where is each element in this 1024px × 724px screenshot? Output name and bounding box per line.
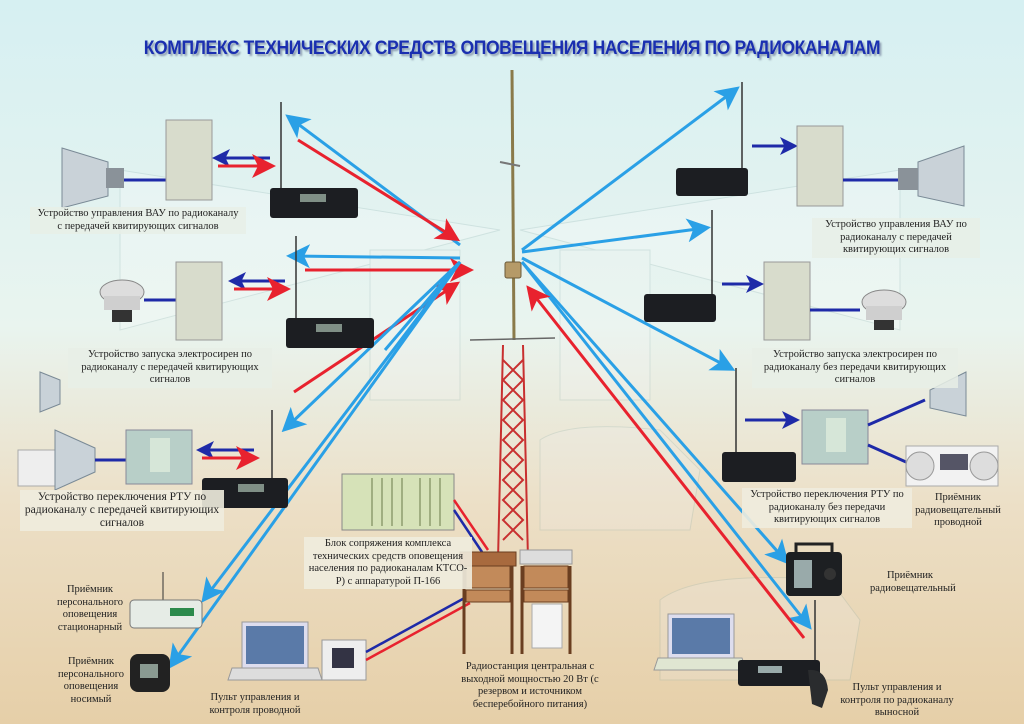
radio-receiver-icon bbox=[676, 168, 748, 196]
laptop-icon bbox=[653, 613, 747, 671]
label-broadcast-receiver: Приёмник радиовещательный bbox=[870, 570, 956, 594]
label-remote-console: Пульт управления и контроля по радиокана… bbox=[840, 682, 954, 718]
horn-speaker-icon bbox=[39, 371, 61, 413]
label-left-sirens: Устройство запуска электросирен по радио… bbox=[68, 348, 272, 388]
rack-unit-icon bbox=[341, 473, 455, 531]
label-pager-stationary: Приёмник персонального оповещения стацио… bbox=[56, 584, 123, 633]
signal-arrow-out bbox=[168, 261, 462, 669]
mobile-radio-icon bbox=[738, 660, 828, 708]
radio-transceiver-icon bbox=[270, 188, 358, 218]
horn-speaker-icon bbox=[54, 429, 96, 491]
stationary-receiver-icon bbox=[129, 572, 203, 629]
control-cabinet-icon bbox=[165, 119, 213, 201]
portable-radio-icon bbox=[786, 542, 842, 596]
signal-arrow-out bbox=[520, 261, 812, 630]
wearable-receiver-icon bbox=[130, 654, 170, 692]
left-sirens-group bbox=[99, 236, 374, 348]
left-vau-group bbox=[61, 102, 358, 218]
wired-radio-icon bbox=[905, 445, 999, 487]
label-pager-wearable: Приёмник персонального оповещения носимы… bbox=[57, 656, 124, 705]
electric-siren-icon bbox=[861, 289, 907, 330]
label-wired-broadcast: Приёмник радиовещательный проводной bbox=[915, 492, 1001, 528]
diagram-title: КОМПЛЕКС ТЕХНИЧЕСКИХ СРЕДСТВ ОПОВЕЩЕНИЯ … bbox=[143, 38, 881, 59]
remote-console-group bbox=[653, 600, 828, 708]
laptop-icon bbox=[227, 621, 323, 681]
horn-speaker-icon bbox=[61, 147, 124, 209]
label-left-vau: Устройство управления ВАУ по радиоканалу… bbox=[30, 207, 246, 234]
signal-arrow-out bbox=[521, 218, 711, 254]
right-rtu-group bbox=[722, 368, 999, 487]
label-right-sirens: Устройство запуска электросирен по радио… bbox=[752, 348, 958, 388]
label-right-vau: Устройство управления ВАУ по радиоканалу… bbox=[812, 218, 980, 258]
label-interface-block: Блок сопряжения комплекса технических ср… bbox=[304, 537, 472, 589]
radio-receiver-icon bbox=[722, 452, 796, 482]
signal-arrow-out bbox=[201, 261, 462, 603]
control-cabinet-icon bbox=[763, 261, 811, 341]
label-right-rtu: Устройство переключения РТУ по радиокана… bbox=[742, 488, 912, 528]
label-left-rtu: Устройство переключения РТУ по радиокана… bbox=[20, 490, 224, 531]
signal-arrow-in bbox=[526, 285, 806, 639]
right-vau-group bbox=[676, 82, 965, 207]
signal-arrow-out bbox=[520, 261, 789, 565]
signal-arrow-out bbox=[521, 86, 740, 252]
radio-transceiver-icon bbox=[286, 318, 374, 348]
control-panel-icon bbox=[321, 639, 367, 681]
right-sirens-group bbox=[644, 210, 907, 341]
control-cabinet-icon bbox=[175, 261, 223, 341]
radio-receiver-icon bbox=[644, 294, 716, 322]
signal-arrow-in bbox=[297, 138, 461, 242]
signal-arrow-out bbox=[286, 244, 461, 269]
control-cabinet-icon bbox=[796, 125, 844, 207]
signal-arrow-out bbox=[521, 256, 736, 371]
horn-speaker-icon bbox=[898, 145, 965, 207]
label-wired-console: Пульт управления и контроля проводной bbox=[209, 692, 301, 716]
electric-siren-icon bbox=[99, 279, 145, 322]
antenna-mast-icon bbox=[469, 69, 556, 561]
label-central-station: Радиостанция центральная с выходной мощн… bbox=[461, 661, 599, 710]
